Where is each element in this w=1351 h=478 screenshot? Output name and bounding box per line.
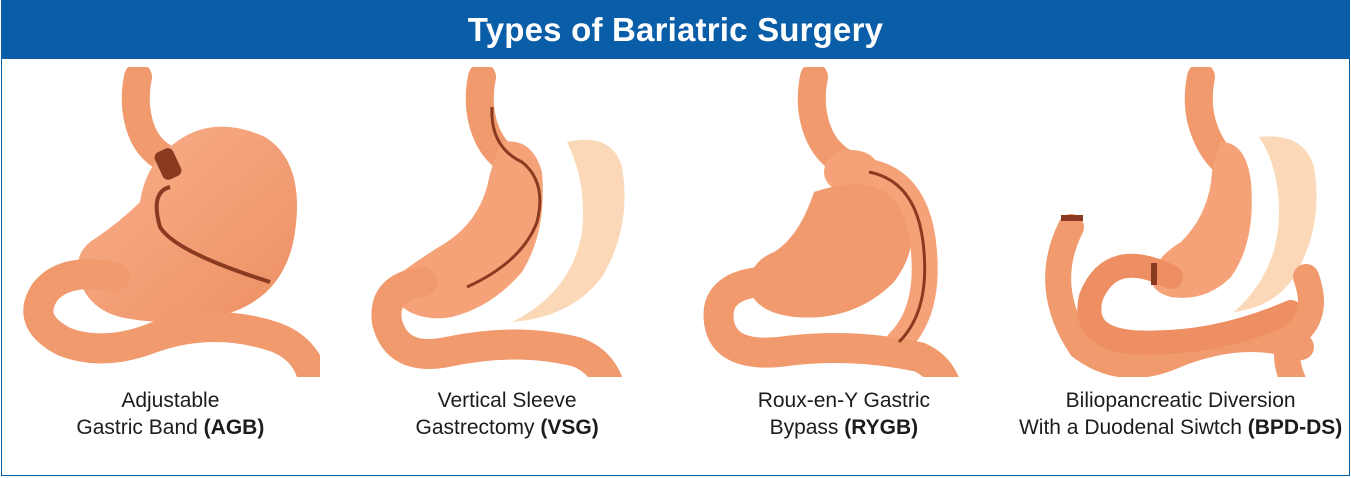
caption-rygb: Roux-en-Y Gastric Bypass (RYGB) (758, 387, 930, 441)
abbreviation: (RYGB) (844, 416, 918, 439)
caption-line: Vertical Sleeve (416, 387, 599, 414)
abbreviation: (AGB) (204, 416, 265, 439)
panel-agb: Adjustable Gastric Band (AGB) (2, 59, 339, 476)
caption-line: With a Duodenal Siwtch (BPD-DS) (1019, 414, 1342, 441)
caption-line: Gastric Band (AGB) (76, 414, 264, 441)
caption-text: Bypass (770, 416, 839, 439)
caption-text: Gastrectomy (416, 416, 535, 439)
caption-line: Biliopancreatic Diversion (1019, 387, 1342, 414)
abbreviation: (VSG) (540, 416, 598, 439)
caption-text: With a Duodenal Siwtch (1019, 416, 1242, 439)
panel-bpd-ds: Biliopancreatic Diversion With a Duodena… (1012, 59, 1349, 476)
roux-en-y-gastric-bypass-icon (694, 67, 994, 377)
caption-line: Roux-en-Y Gastric (758, 387, 930, 414)
caption-agb: Adjustable Gastric Band (AGB) (76, 387, 264, 441)
caption-line: Adjustable (76, 387, 264, 414)
panel-rygb: Roux-en-Y Gastric Bypass (RYGB) (676, 59, 1013, 476)
caption-line: Gastrectomy (VSG) (416, 414, 599, 441)
surgery-panels: Adjustable Gastric Band (AGB) Vertical S… (2, 59, 1349, 476)
abbreviation: (BPD-DS) (1248, 416, 1343, 439)
caption-text: Gastric Band (76, 416, 197, 439)
caption-line: Bypass (RYGB) (758, 414, 930, 441)
biliopancreatic-diversion-icon (1031, 67, 1331, 377)
vertical-sleeve-gastrectomy-icon (357, 67, 657, 377)
page-title: Types of Bariatric Surgery (2, 0, 1349, 59)
caption-vsg: Vertical Sleeve Gastrectomy (VSG) (416, 387, 599, 441)
adjustable-gastric-band-icon (20, 67, 320, 377)
caption-bpd-ds: Biliopancreatic Diversion With a Duodena… (1019, 387, 1342, 441)
panel-vsg: Vertical Sleeve Gastrectomy (VSG) (339, 59, 676, 476)
